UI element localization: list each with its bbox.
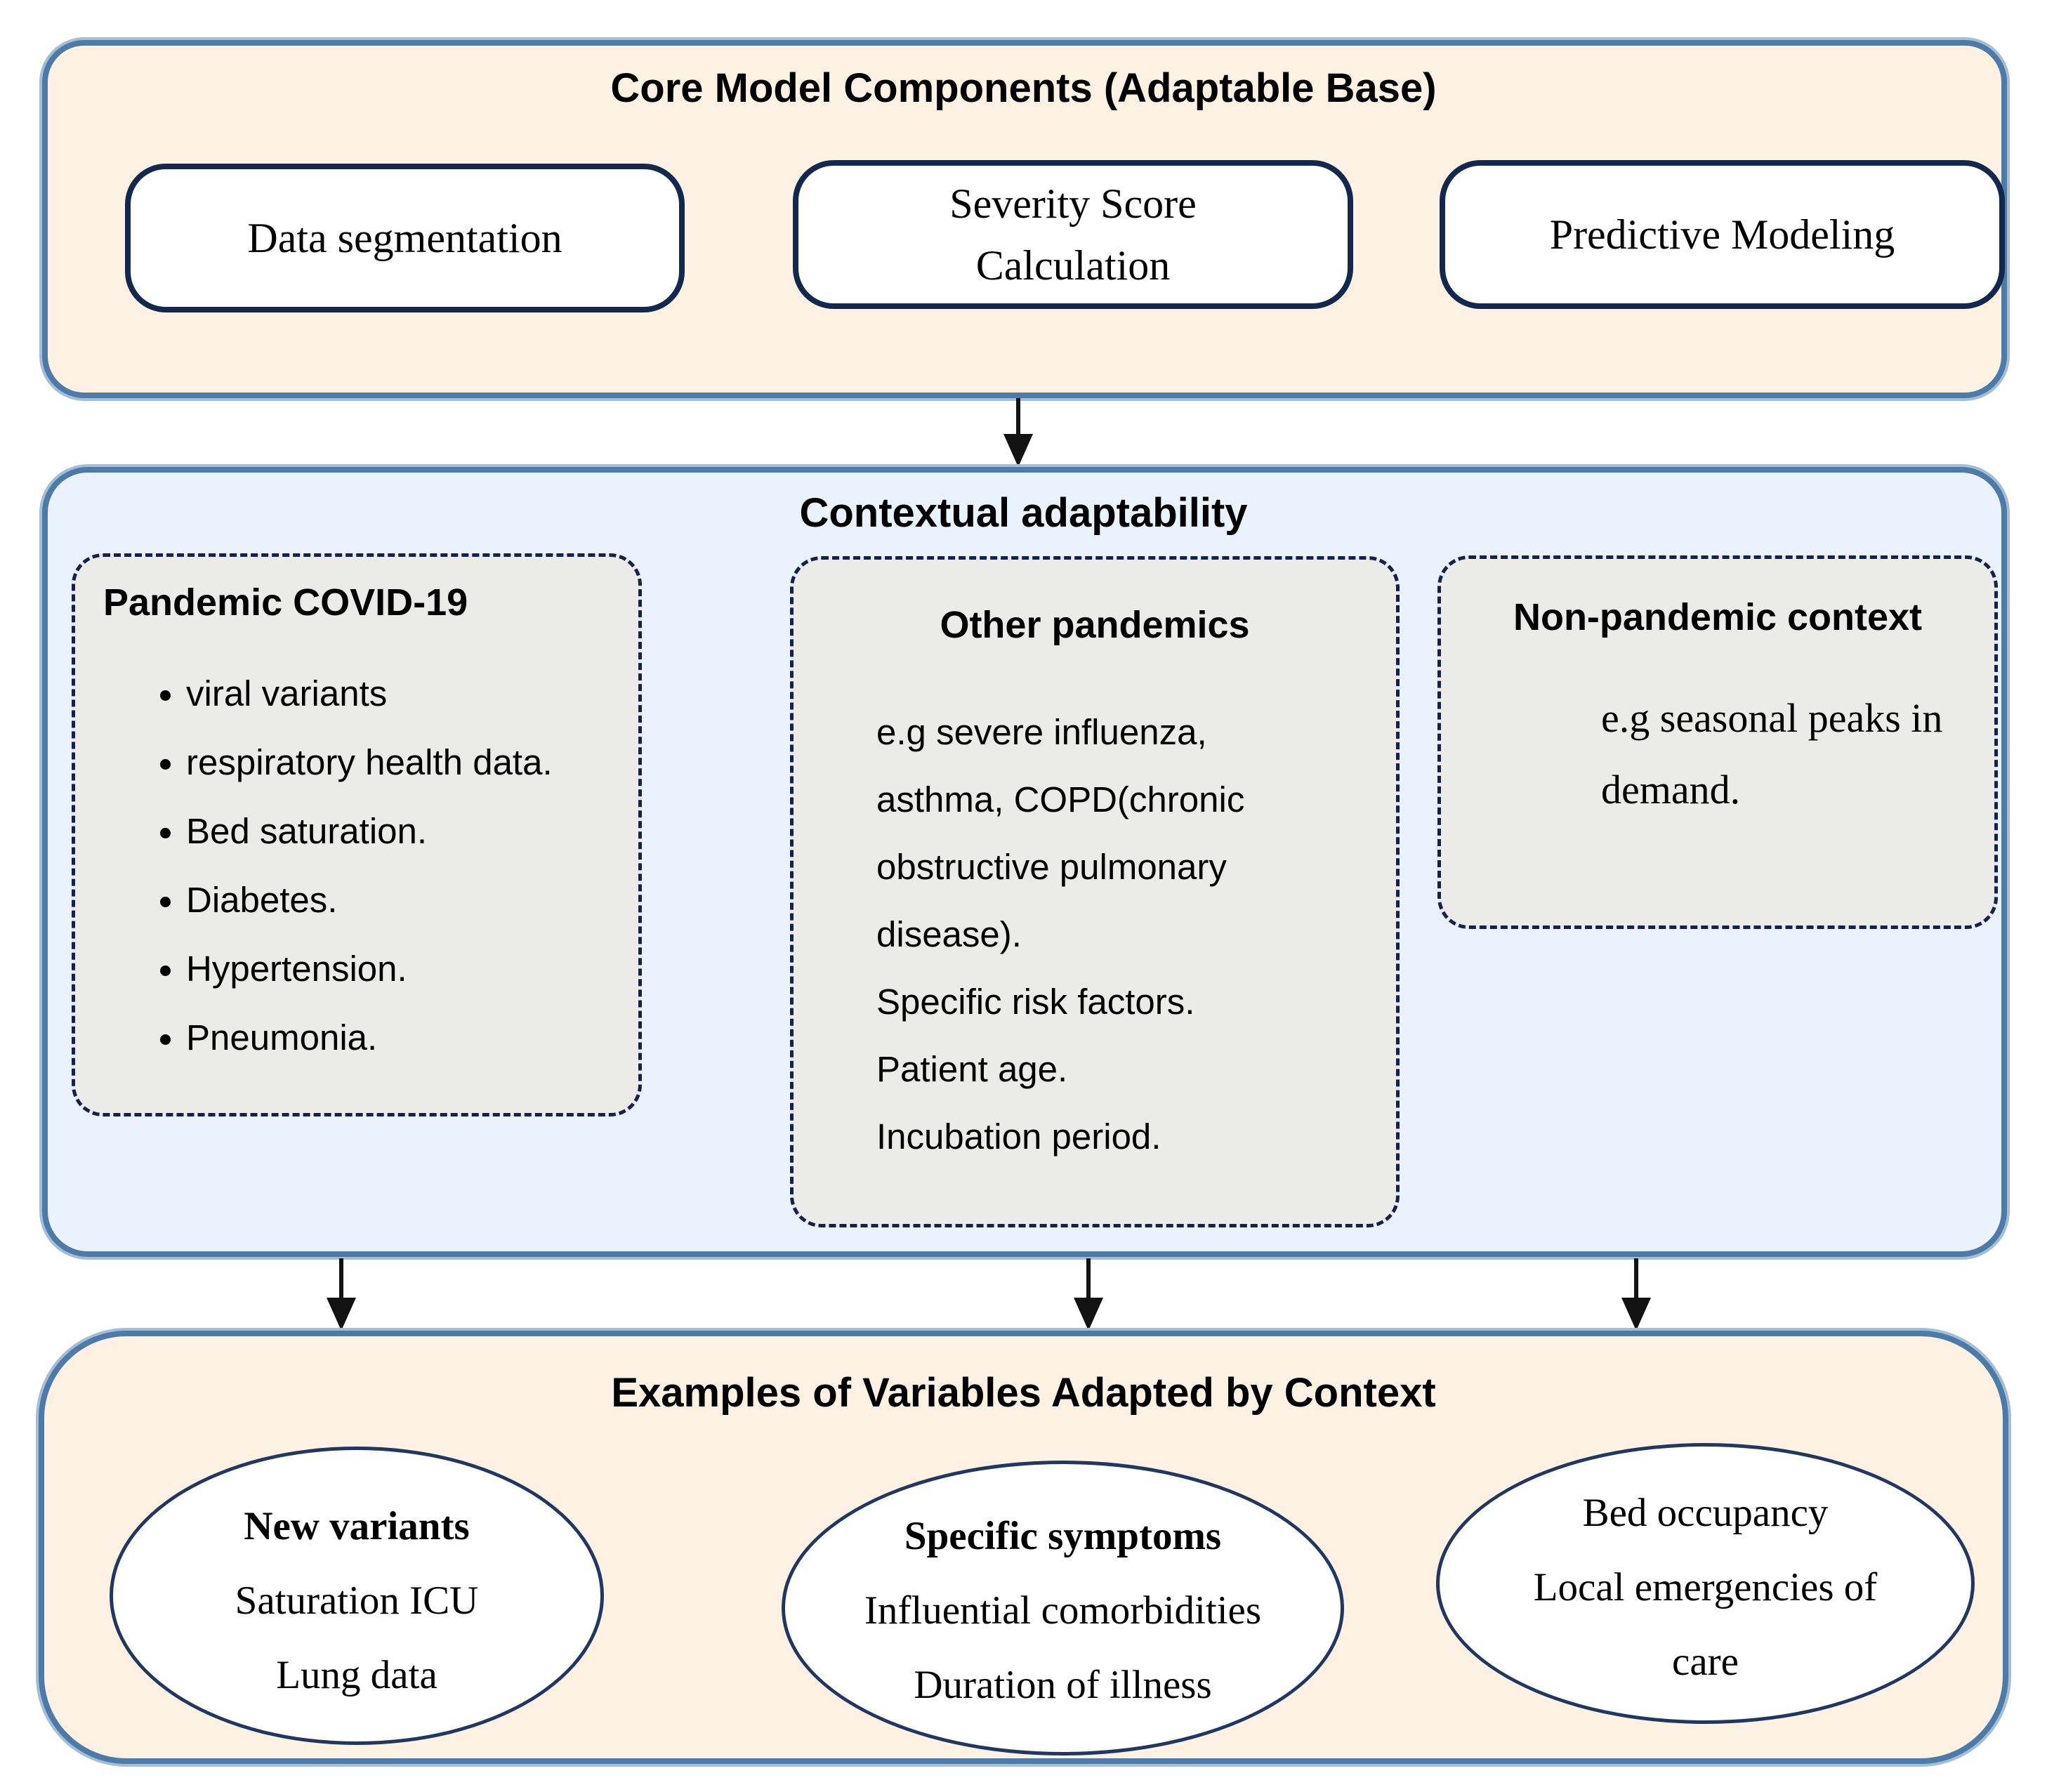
bullet-item: respiratory health data. (186, 737, 579, 789)
core-box-label: Predictive Modeling (1549, 211, 1895, 258)
ellipse-line: Saturation ICU (235, 1579, 479, 1623)
ellipse-line: Duration of illness (914, 1663, 1212, 1707)
arrow-down-icon (1074, 1298, 1103, 1331)
core-box-label-line: Calculation (975, 242, 1171, 289)
core-box-label-line: Severity Score (949, 180, 1197, 227)
non-pandemic-context-title: Non-pandemic context (1513, 596, 1923, 638)
pandemic-covid19-bullet-list: viral variants respiratory health data. … (75, 668, 638, 1064)
bullet-item: Pneumonia. (186, 1012, 579, 1064)
core-box-data-segmentation: Data segmentation (125, 164, 685, 312)
body-line: obstructive pulmonary (876, 847, 1227, 887)
bullet-item: Hypertension. (186, 943, 579, 995)
body-line: disease). (876, 914, 1022, 954)
ellipse-line: Local emergencies of (1533, 1565, 1878, 1609)
arrow-line (1016, 398, 1020, 437)
arrow-line (1634, 1258, 1638, 1299)
body-line: Specific risk factors. (876, 982, 1195, 1022)
ellipse-line: Specific symptoms (904, 1514, 1222, 1558)
pandemic-covid19-box: Pandemic COVID-19 viral variants respira… (72, 553, 642, 1116)
bullet-item: Diabetes. (186, 874, 579, 926)
body-line: e.g severe influenza, (876, 712, 1207, 752)
arrow-down-icon (1003, 434, 1033, 467)
core-box-predictive-modeling: Predictive Modeling (1440, 160, 2005, 309)
arrow-line (339, 1258, 343, 1299)
core-components-title: Core Model Components (Adaptable Base) (610, 65, 1437, 111)
other-pandemics-box: Other pandemics e.g severe influenza, as… (790, 556, 1400, 1227)
ellipse-line: Lung data (276, 1653, 437, 1697)
non-pandemic-context-box: Non-pandemic context e.g seasonal peaks … (1437, 555, 1998, 929)
core-box-label: Data segmentation (247, 215, 562, 261)
ellipse-new-variants: New variants Saturation ICU Lung data (110, 1447, 604, 1745)
bullet-item: Bed saturation. (186, 805, 579, 857)
body-line: asthma, COPD(chronic (876, 779, 1245, 819)
core-box-severity-score-calculation: Severity Score Calculation (793, 160, 1353, 309)
body-line: Incubation period. (876, 1116, 1161, 1157)
pandemic-covid19-title: Pandemic COVID-19 (103, 581, 468, 624)
arrow-down-icon (1621, 1298, 1651, 1331)
other-pandemics-title: Other pandemics (940, 604, 1250, 646)
ellipse-specific-symptoms: Specific symptoms Influential comorbidit… (782, 1461, 1344, 1755)
body-line: demand. (1601, 767, 1741, 812)
non-pandemic-context-body: e.g seasonal peaks in demand. (1441, 683, 1994, 826)
arrow-down-icon (327, 1298, 356, 1331)
contextual-adaptability-title: Contextual adaptability (799, 490, 1248, 536)
other-pandemics-body: e.g severe influenza, asthma, COPD(chron… (794, 699, 1396, 1171)
body-line: Patient age. (876, 1049, 1068, 1089)
ellipse-line: New variants (244, 1504, 470, 1548)
ellipse-bed-occupancy: Bed occupancy Local emergencies of care (1436, 1443, 1975, 1724)
bullet-item: viral variants (186, 668, 579, 720)
arrow-line (1086, 1258, 1091, 1299)
body-line: e.g seasonal peaks in (1601, 695, 1943, 741)
examples-title: Examples of Variables Adapted by Context (611, 1370, 1436, 1416)
ellipse-line: Influential comorbidities (864, 1588, 1262, 1633)
ellipse-line: Bed occupancy (1582, 1491, 1829, 1535)
ellipse-line: care (1672, 1640, 1739, 1684)
